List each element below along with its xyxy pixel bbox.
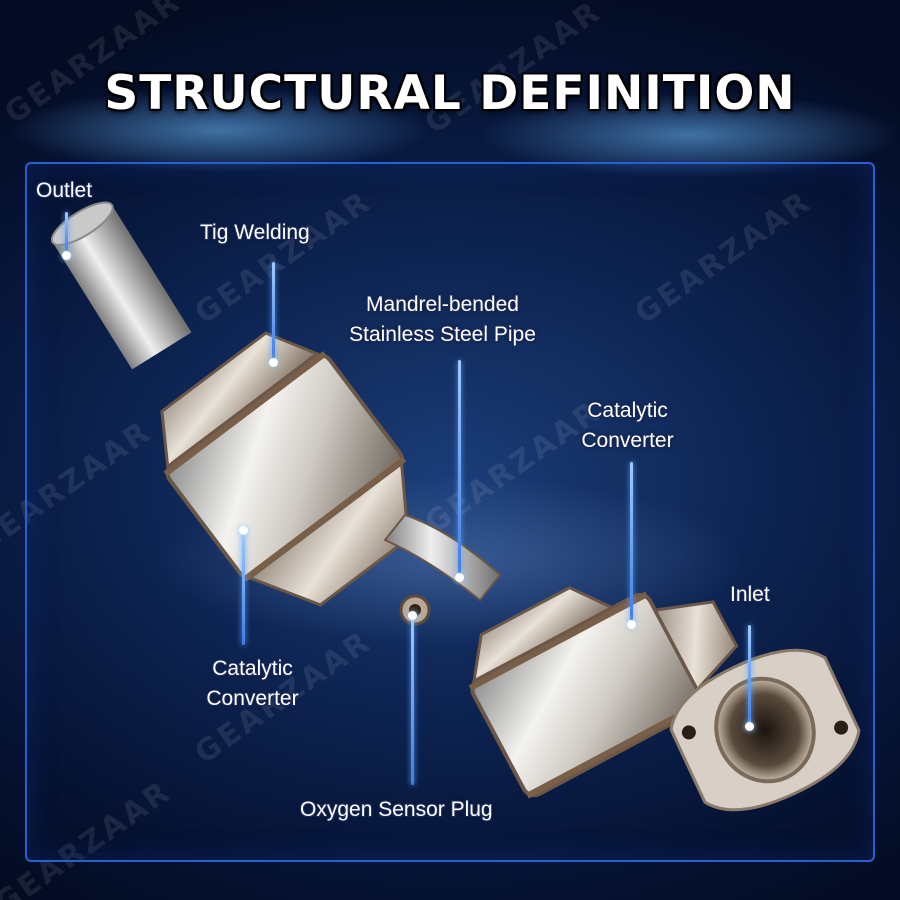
mandrel-pipe-pointer-line xyxy=(458,360,461,575)
oxygen-sensor-pointer-dot xyxy=(408,611,417,620)
catalytic-left-label: Catalytic Converter xyxy=(185,654,320,714)
outlet-pointer-line xyxy=(65,212,68,252)
outlet-label: Outlet xyxy=(36,179,93,202)
mandrel-pipe-pointer-dot xyxy=(455,573,464,582)
catalytic-right-label: Catalytic Converter xyxy=(560,396,695,456)
oxygen-sensor-pointer-line xyxy=(411,615,414,785)
inlet-pointer-dot xyxy=(745,722,754,731)
outlet-pipe xyxy=(52,205,192,370)
mandrel-pipe-label: Mandrel-bended Stainless Steel Pipe xyxy=(330,290,555,350)
catalytic-left-pointer-dot xyxy=(239,526,248,535)
catalytic-left-label-line2: Converter xyxy=(206,687,299,710)
tig-welding-pointer-line xyxy=(272,262,275,362)
outlet-pointer-dot xyxy=(62,251,71,260)
oxygen-sensor-label: Oxygen Sensor Plug xyxy=(300,798,493,821)
page-title: STRUCTURAL DEFINITION xyxy=(104,66,796,121)
inlet-pointer-line xyxy=(748,625,751,725)
inlet-label: Inlet xyxy=(730,583,770,606)
catalytic-left-pointer-line xyxy=(242,530,245,645)
mandrel-pipe-label-line2: Stainless Steel Pipe xyxy=(349,323,536,346)
catalytic-right-label-line2: Converter xyxy=(581,429,674,452)
tig-welding-label: Tig Welding xyxy=(200,221,310,244)
tig-welding-pointer-dot xyxy=(269,358,278,367)
mandrel-pipe-label-line1: Mandrel-bended xyxy=(366,293,519,316)
catalytic-right-label-line1: Catalytic xyxy=(587,399,668,422)
content-frame xyxy=(25,162,875,862)
catalytic-right-pointer-dot xyxy=(627,620,636,629)
catalytic-left-label-line1: Catalytic xyxy=(212,657,293,680)
catalytic-right-pointer-line xyxy=(630,462,633,622)
